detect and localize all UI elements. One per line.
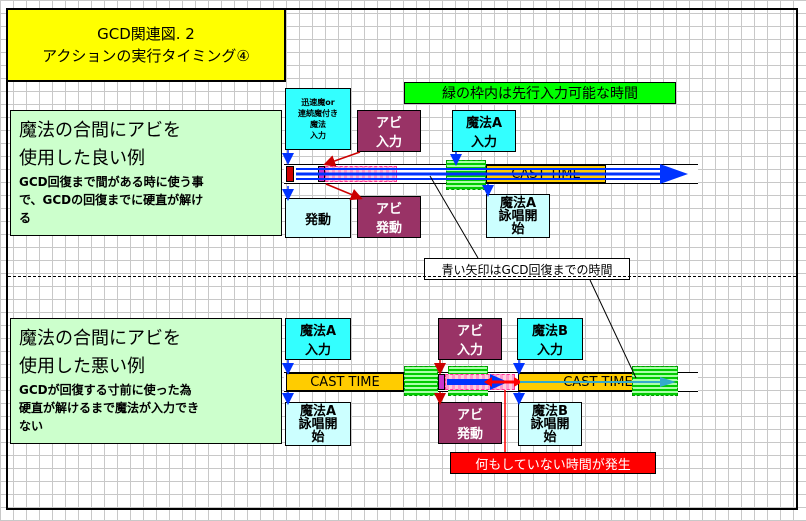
good-title-line2: 使用した良い例 <box>19 148 145 169</box>
bad-gcd-arrow-2 <box>520 377 676 387</box>
bad-idle-arrow <box>484 377 522 387</box>
bad-magicB-chant: 魔法B 詠唱開 始 <box>518 402 582 446</box>
good-title-line1: 魔法の合間にアビを <box>19 120 181 141</box>
good-desc-line3: る <box>19 211 32 225</box>
good-magicA-input: 魔法A 入力 <box>452 110 516 152</box>
good-abi-hatsudo: アビ 発動 <box>357 196 421 238</box>
bad-desc-line3: ない <box>19 419 44 433</box>
idle-time-note: 何もしていない時間が発生 <box>450 452 656 474</box>
diagram-frame <box>6 8 798 510</box>
good-magicA-chant: 魔法A 詠唱開 始 <box>486 194 550 238</box>
bad-magicA-chant: 魔法A 詠唱開 始 <box>285 402 351 446</box>
bad-title-line2: 使用した悪い例 <box>19 356 145 377</box>
green-zone-note: 緑の枠内は先行入力可能な時間 <box>404 82 676 104</box>
good-abi-input: アビ 入力 <box>357 110 421 152</box>
good-start-marker <box>286 166 294 182</box>
bad-abi-input: アビ 入力 <box>438 318 502 360</box>
bad-cast-time-1: CAST TIME <box>286 373 404 391</box>
good-gcd-arrow <box>296 164 688 184</box>
good-desc-line2: で、GCDの回復までに硬直が解け <box>19 193 204 207</box>
good-quick-cast-input: 迅速魔or 連続魔付き 魔法 入力 <box>285 88 351 150</box>
good-abi-hatsudo-arrow <box>325 183 363 201</box>
bad-magicB-input: 魔法B 入力 <box>517 318 583 360</box>
title-line1: GCD関連図. 2 <box>97 25 195 43</box>
bad-abi-hatsudo: アビ 発動 <box>438 402 502 444</box>
bad-desc-line2: 硬直が解けるまで魔法が入力でき <box>19 401 200 415</box>
bad-title-line1: 魔法の合間にアビを <box>19 328 181 349</box>
good-abi-input-arrow <box>323 151 361 167</box>
blue-note-connector-good <box>429 175 479 259</box>
blue-arrow-note: 青い矢印はGCD回復までの時間 <box>424 258 630 280</box>
blue-note-connector-bad <box>589 279 637 379</box>
good-example-box: 魔法の合間にアビを 使用した良い例 GCD回復まで間がある時に使う事 で、GCD… <box>10 110 282 236</box>
bad-green-zone-1 <box>404 366 438 396</box>
title-line2: アクションの実行タイミング④ <box>42 47 250 65</box>
bad-example-box: 魔法の合間にアビを 使用した悪い例 GCDが回復する寸前に使った為 硬直が解ける… <box>10 318 282 444</box>
title-box: GCD関連図. 2 アクションの実行タイミング④ <box>6 8 286 82</box>
bad-desc-line1: GCDが回復する寸前に使った為 <box>19 383 192 397</box>
bad-magicA-input: 魔法A 入力 <box>285 318 351 360</box>
good-hatsudo: 発動 <box>285 198 351 238</box>
good-desc-line1: GCD回復まで間がある時に使う事 <box>19 175 204 189</box>
section-divider <box>8 276 796 277</box>
